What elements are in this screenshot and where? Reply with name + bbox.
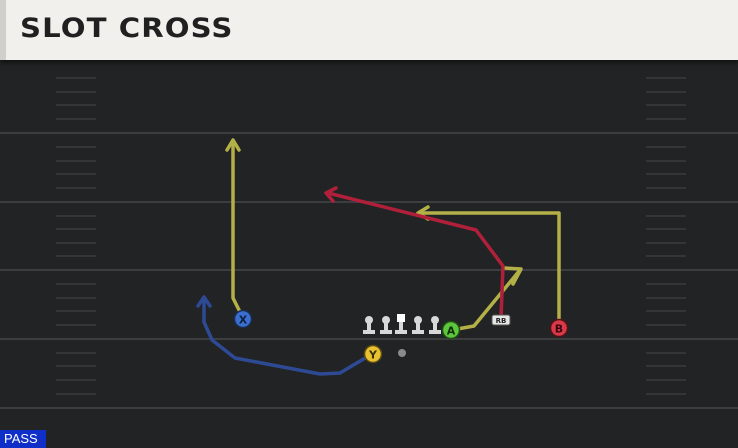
player-rb-label: RB <box>496 317 507 325</box>
player-x-label: X <box>239 314 248 327</box>
lineman-icon <box>380 316 392 334</box>
play-type-badge: PASS <box>0 430 46 448</box>
route-x-arrow <box>225 138 241 152</box>
player-b-label: B <box>555 323 563 336</box>
offensive-line <box>363 314 441 334</box>
player-a: A <box>441 320 461 340</box>
route-y <box>202 298 374 376</box>
player-rb: RB <box>491 314 511 326</box>
player-b: B <box>549 318 569 338</box>
hash-marks-right <box>646 77 686 395</box>
lineman-icon <box>363 316 375 334</box>
player-y-label: Y <box>368 349 378 362</box>
route-a-arrow <box>502 266 523 286</box>
center-icon <box>395 314 407 334</box>
yard-lines <box>0 132 738 409</box>
play-title: SLOT CROSS <box>20 13 234 44</box>
quarterback-icon <box>398 349 406 357</box>
player-y: Y <box>363 344 383 364</box>
player-x: X <box>233 309 253 329</box>
route-x <box>231 140 245 320</box>
lineman-icon <box>412 316 424 334</box>
header-accent <box>0 0 6 60</box>
play-header: SLOT CROSS <box>0 0 738 60</box>
route-rb-arrow <box>324 186 338 203</box>
hash-marks-left <box>56 77 96 395</box>
lineman-icon <box>429 316 441 334</box>
route-b <box>419 211 561 329</box>
player-a-label: A <box>447 325 456 338</box>
route-rb <box>326 191 505 320</box>
route-y-arrow <box>196 295 212 308</box>
